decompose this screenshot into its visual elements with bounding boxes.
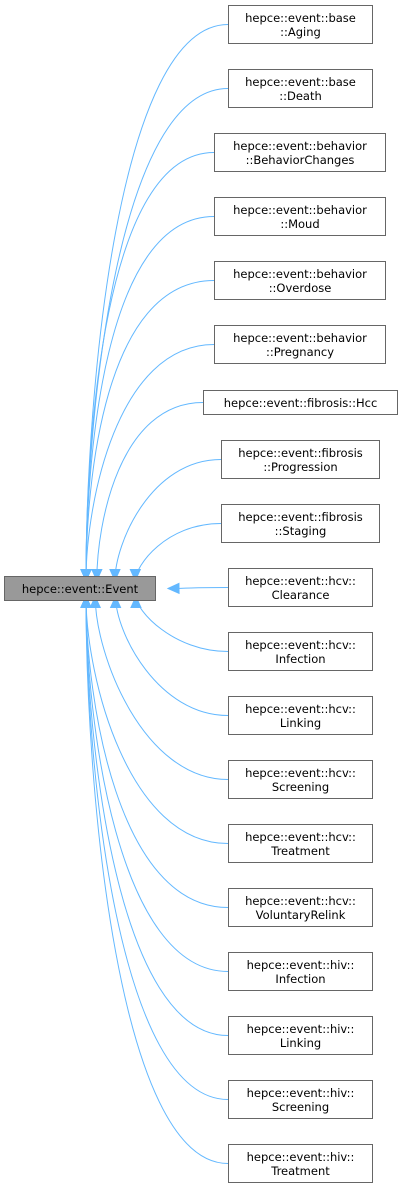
inheritance-arrowhead: [80, 595, 92, 608]
derived-class-node-hcv-clearance[interactable]: hepce::event::hcv::Clearance: [228, 568, 373, 607]
derived-class-node-aging[interactable]: hepce::event::base::Aging: [228, 5, 373, 44]
class-name-line: hepce::event::hcv::: [245, 701, 356, 716]
class-name-line: hepce::event::hcv::: [245, 829, 356, 844]
derived-class-node-staging[interactable]: hepce::event::fibrosis::Staging: [221, 504, 380, 543]
inheritance-edge: [85, 596, 229, 1036]
inheritance-edge: [85, 216, 215, 581]
class-name-line: ::Progression: [263, 459, 338, 474]
class-name-line: Infection: [275, 651, 326, 666]
derived-class-node-hcv-treatment[interactable]: hepce::event::hcv::Treatment: [228, 824, 373, 863]
derived-class-node-death[interactable]: hepce::event::base::Death: [228, 69, 373, 108]
inheritance-edge: [85, 596, 229, 972]
class-name-line: VoluntaryRelink: [255, 907, 346, 922]
class-name-line: hepce::event::hcv::: [245, 765, 356, 780]
class-name-line: hepce::event::behavior: [233, 138, 367, 153]
derived-class-node-hcc[interactable]: hepce::event::fibrosis::Hcc: [203, 390, 398, 415]
class-name-line: ::Death: [279, 88, 322, 103]
inheritance-arrowhead: [129, 569, 142, 582]
class-name-line: hepce::event::hiv::: [246, 1021, 355, 1036]
class-name-line: ::BehaviorChanges: [245, 152, 355, 167]
base-class-node: hepce::event::Event: [4, 576, 156, 601]
class-name-line: hepce::event::hiv::: [246, 1149, 355, 1164]
inheritance-arrowhead: [80, 569, 92, 582]
derived-class-node-hcv-voluntary-relink[interactable]: hepce::event::hcv::VoluntaryRelink: [228, 888, 373, 927]
inheritance-edge: [94, 596, 229, 780]
derived-class-node-overdose[interactable]: hepce::event::behavior::Overdose: [214, 261, 386, 300]
derived-class-node-hiv-linking[interactable]: hepce::event::hiv::Linking: [228, 1016, 373, 1055]
class-name-line: hepce::event::hcv::: [245, 637, 356, 652]
derived-class-node-hcv-infection[interactable]: hepce::event::hcv::Infection: [228, 632, 373, 671]
class-name-line: hepce::event::hiv::: [246, 957, 355, 972]
class-name-line: Screening: [271, 779, 330, 794]
class-name-line: Treatment: [271, 1163, 330, 1178]
class-name-line: ::Moud: [280, 216, 320, 231]
class-name-line: hepce::event::fibrosis: [238, 445, 363, 460]
class-name-line: Linking: [279, 1035, 322, 1050]
inheritance-edge: [115, 596, 229, 716]
inheritance-edge: [85, 596, 229, 1164]
class-name-line: hepce::event::Event: [21, 581, 139, 596]
inheritance-arrowhead: [89, 595, 102, 608]
inheritance-edge: [85, 596, 229, 1100]
inheritance-arrowhead: [166, 582, 180, 595]
class-name-line: Clearance: [271, 587, 330, 602]
class-name-line: Linking: [279, 715, 322, 730]
derived-class-node-progression[interactable]: hepce::event::fibrosis::Progression: [221, 440, 380, 479]
class-name-line: ::Overdose: [268, 280, 332, 295]
inheritance-edge: [114, 459, 222, 581]
class-name-line: hepce::event::base: [245, 10, 356, 25]
derived-class-node-moud[interactable]: hepce::event::behavior::Moud: [214, 197, 386, 236]
class-name-line: hepce::event::base: [245, 74, 356, 89]
derived-class-node-hiv-infection[interactable]: hepce::event::hiv::Infection: [228, 952, 373, 991]
derived-class-node-hcv-screening[interactable]: hepce::event::hcv::Screening: [228, 760, 373, 799]
derived-class-node-behavior-changes[interactable]: hepce::event::behavior::BehaviorChanges: [214, 133, 386, 172]
inheritance-arrowhead: [130, 595, 142, 608]
derived-class-node-hcv-linking[interactable]: hepce::event::hcv::Linking: [228, 696, 373, 735]
class-name-line: ::Pregnancy: [265, 344, 335, 359]
derived-class-node-hiv-treatment[interactable]: hepce::event::hiv::Treatment: [228, 1144, 373, 1183]
class-name-line: hepce::event::hcv::: [245, 893, 356, 908]
class-name-line: hepce::event::hcv::: [245, 573, 356, 588]
class-name-line: ::Staging: [274, 523, 327, 538]
inheritance-edge: [85, 280, 215, 581]
inheritance-edge: [135, 596, 229, 652]
class-name-line: hepce::event::fibrosis::Hcc: [223, 395, 378, 410]
inheritance-edge: [85, 596, 229, 844]
class-name-line: Screening: [271, 1099, 330, 1114]
inheritance-arrowhead: [109, 569, 121, 582]
class-name-line: Infection: [275, 971, 326, 986]
inheritance-edge: [85, 88, 229, 581]
class-name-line: hepce::event::behavior: [233, 202, 367, 217]
inheritance-edge: [96, 402, 204, 581]
inheritance-edge: [85, 344, 215, 581]
derived-class-node-hiv-screening[interactable]: hepce::event::hiv::Screening: [228, 1080, 373, 1119]
class-name-line: hepce::event::hiv::: [246, 1085, 355, 1100]
inheritance-edge: [85, 596, 229, 908]
inheritance-arrowhead: [109, 595, 122, 608]
class-name-line: ::Aging: [280, 24, 321, 39]
class-name-line: hepce::event::behavior: [233, 266, 367, 281]
derived-class-node-pregnancy[interactable]: hepce::event::behavior::Pregnancy: [214, 325, 386, 364]
class-name-line: Treatment: [271, 843, 330, 858]
class-name-line: hepce::event::behavior: [233, 330, 367, 345]
class-name-line: hepce::event::fibrosis: [238, 509, 363, 524]
inheritance-arrowhead: [91, 569, 103, 582]
inheritance-edge: [134, 523, 222, 581]
